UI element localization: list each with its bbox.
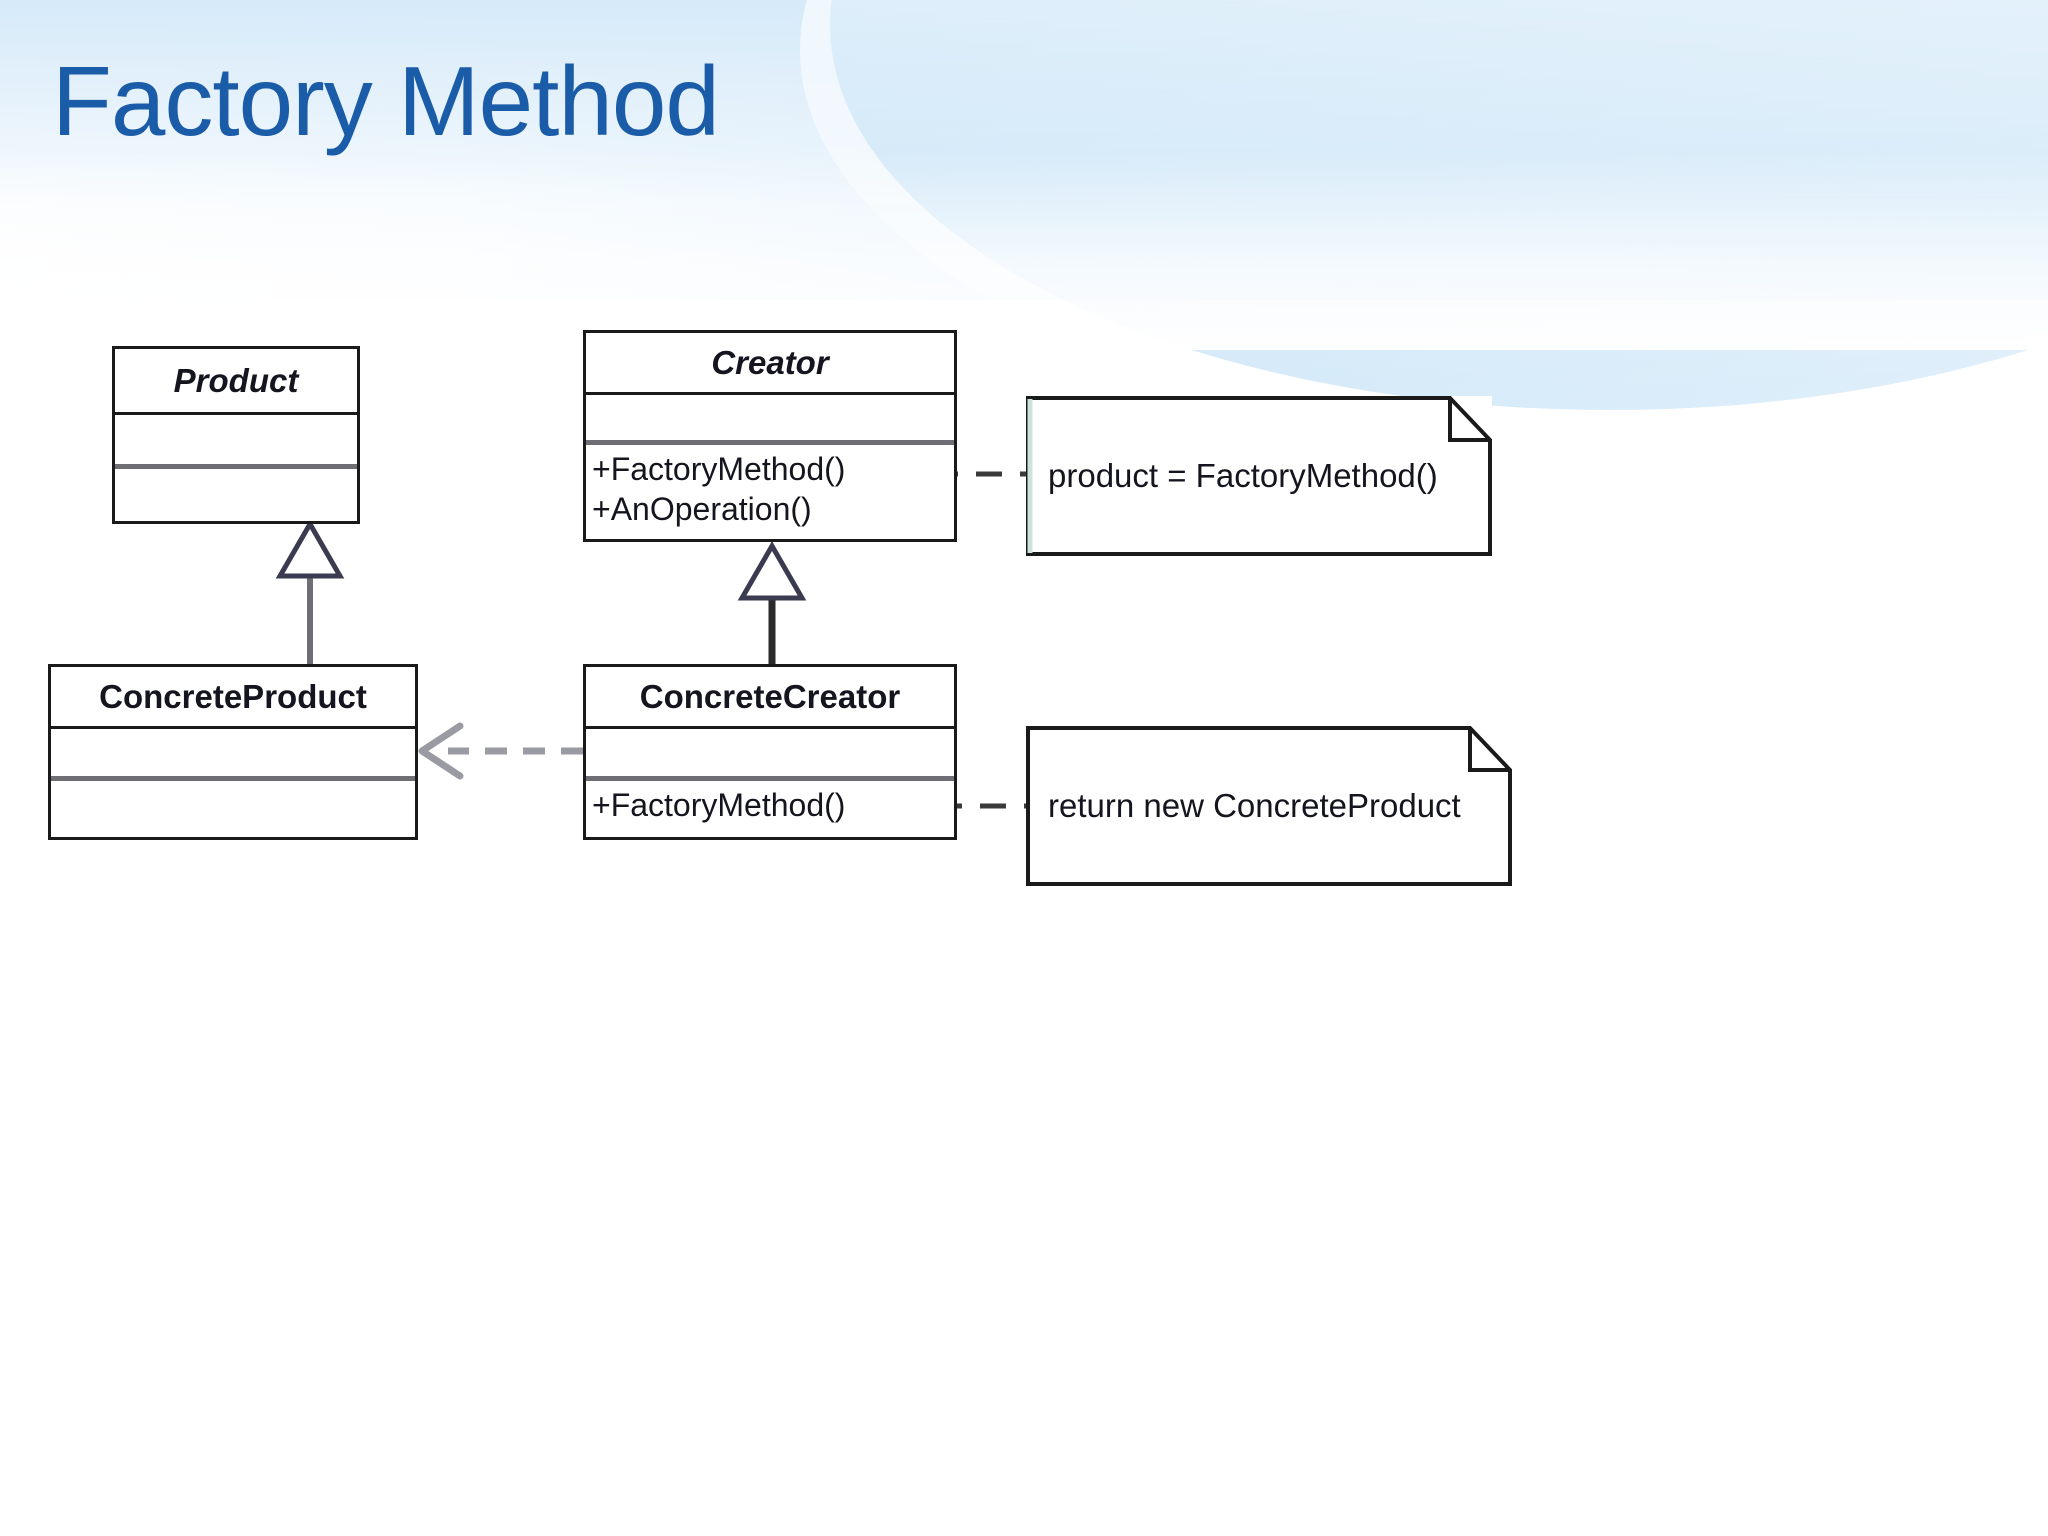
uml-attributes-concrete-creator bbox=[586, 729, 954, 781]
page-title: Factory Method bbox=[52, 46, 720, 156]
uml-class-name-creator: Creator bbox=[586, 333, 954, 395]
dependency-arrowhead-creates bbox=[418, 722, 464, 780]
generalization-arrowhead-product bbox=[275, 518, 345, 579]
uml-class-concrete-creator[interactable]: ConcreteCreator +FactoryMethod() bbox=[583, 664, 957, 840]
uml-operations-concrete-creator: +FactoryMethod() bbox=[586, 781, 954, 829]
uml-operation-item: +FactoryMethod() bbox=[592, 451, 846, 487]
uml-class-product[interactable]: Product bbox=[112, 346, 360, 524]
uml-note-creator[interactable]: product = FactoryMethod() bbox=[1026, 396, 1492, 556]
uml-class-creator[interactable]: Creator +FactoryMethod() +AnOperation() bbox=[583, 330, 957, 542]
note-shape-concrete-creator bbox=[1026, 726, 1512, 886]
uml-class-name-concrete-creator: ConcreteCreator bbox=[586, 667, 954, 729]
uml-class-concrete-product[interactable]: ConcreteProduct bbox=[48, 664, 418, 840]
note-shape-creator bbox=[1026, 396, 1492, 556]
header-fade-overlay bbox=[0, 150, 2048, 350]
uml-operation-item: +AnOperation() bbox=[592, 491, 812, 528]
uml-operations-product bbox=[115, 469, 357, 477]
uml-attributes-creator bbox=[586, 395, 954, 445]
uml-attributes-product bbox=[115, 415, 357, 469]
uml-operation-item: +FactoryMethod() bbox=[592, 787, 846, 823]
uml-class-name-concrete-product: ConcreteProduct bbox=[51, 667, 415, 729]
uml-note-concrete-creator[interactable]: return new ConcreteProduct bbox=[1026, 726, 1512, 886]
uml-note-text: return new ConcreteProduct bbox=[1048, 787, 1461, 824]
uml-operations-concrete-product bbox=[51, 781, 415, 789]
uml-class-name-product: Product bbox=[115, 349, 357, 415]
uml-note-text: product = FactoryMethod() bbox=[1048, 457, 1438, 494]
generalization-arrowhead-creator bbox=[737, 540, 807, 601]
uml-attributes-concrete-product bbox=[51, 729, 415, 781]
uml-operations-creator: +FactoryMethod() +AnOperation() bbox=[586, 445, 954, 534]
